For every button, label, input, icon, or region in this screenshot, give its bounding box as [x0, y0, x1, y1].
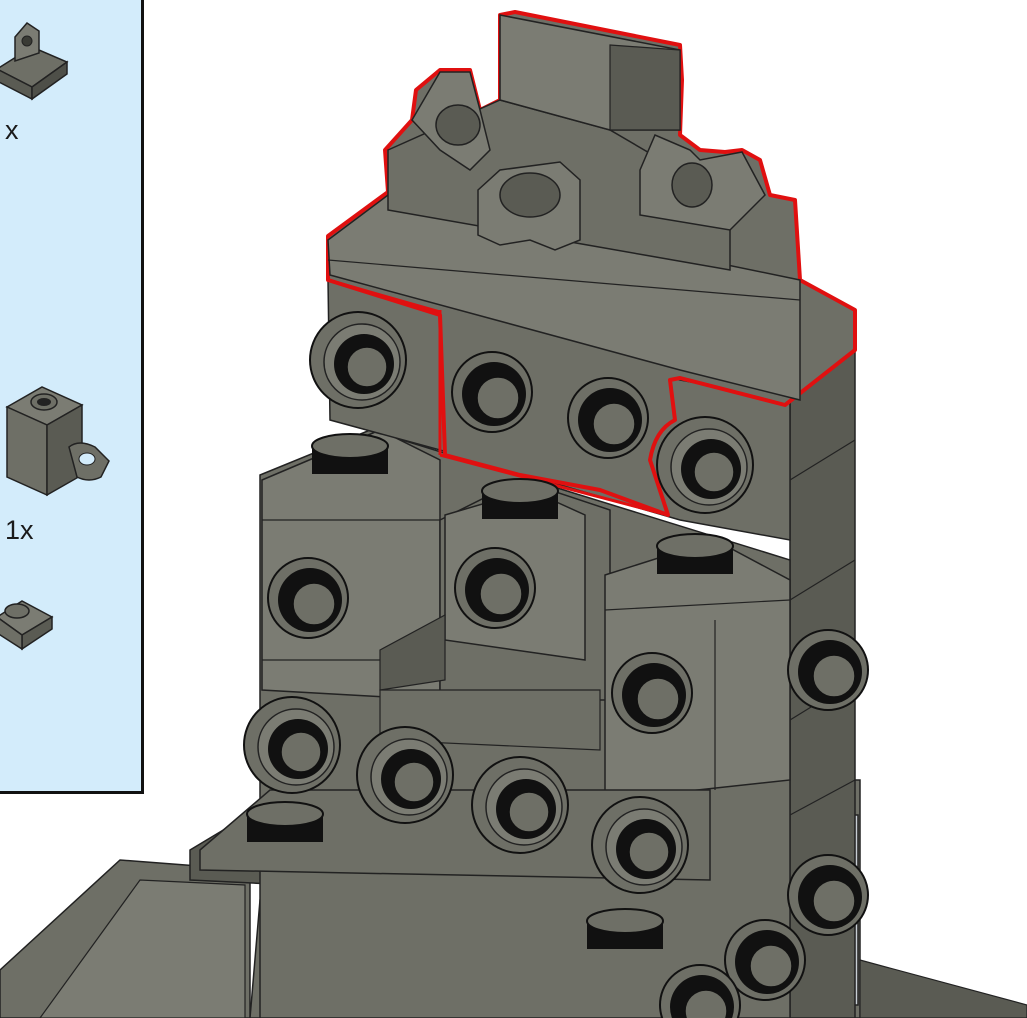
- parts-list-panel: x 1x: [0, 0, 144, 794]
- brick-with-clip-icon: [5, 386, 110, 497]
- part-quantity: 1x: [5, 515, 34, 545]
- plate-with-clips-icon: [0, 22, 69, 101]
- parts-icons: [0, 22, 110, 651]
- plate-icon: [0, 600, 54, 651]
- part-quantity: x: [5, 115, 19, 145]
